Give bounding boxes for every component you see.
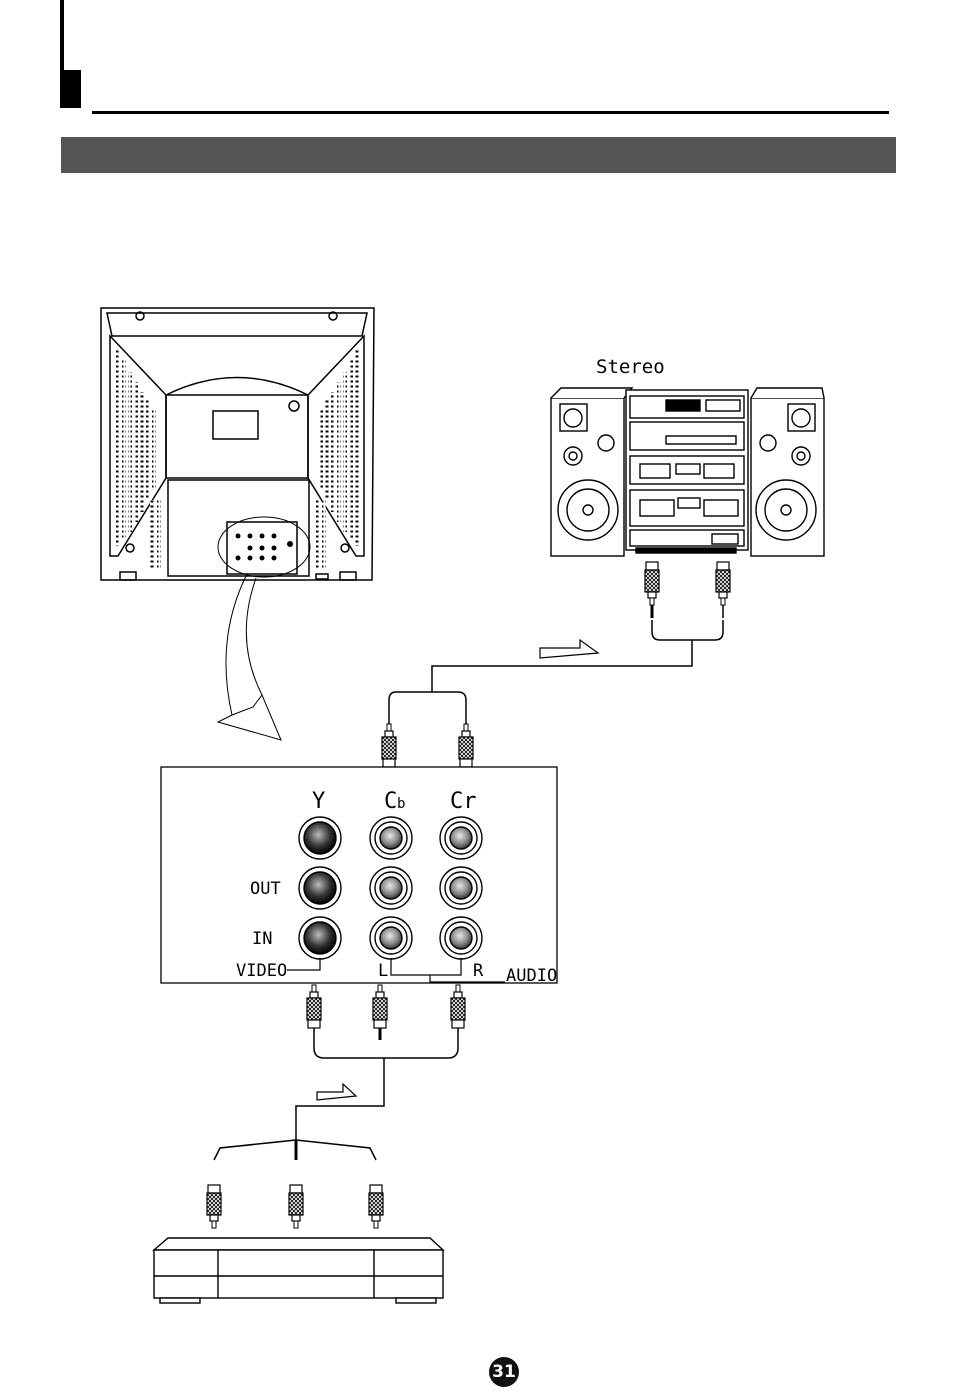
audio-out-plugs: [382, 724, 473, 767]
jack-y-label: Y: [312, 789, 325, 814]
jack-video-in: [299, 917, 341, 959]
jack-cb-subscript: b: [397, 796, 405, 812]
jack-cr-label: Cr: [450, 789, 477, 814]
page-number-badge: 31: [489, 1357, 519, 1387]
jack-audio-r-out: [440, 867, 482, 909]
stereo-input-plugs: [389, 562, 730, 724]
jack-cr-top: [440, 817, 482, 859]
row-in-label: IN: [252, 929, 272, 949]
jack-audio-l-out: [370, 867, 412, 909]
video-player-illustration: [154, 1238, 443, 1303]
stereo-system-illustration: [551, 388, 824, 556]
jack-cb-label: C: [384, 789, 397, 814]
audio-left-label: L: [378, 961, 388, 981]
video-label: VIDEO: [236, 961, 287, 981]
jack-cb-top: [370, 817, 412, 859]
row-out-label: OUT: [250, 879, 281, 899]
audio-right-label: R: [473, 961, 484, 981]
stereo-cable-arrow: [540, 640, 598, 658]
jack-audio-r-in: [440, 917, 482, 959]
tv-rear-illustration: [101, 308, 374, 740]
device-cable-arrow: [317, 1084, 356, 1100]
jack-y-top: [299, 817, 341, 859]
av-jack-panel: [161, 767, 557, 983]
stereo-label: Stereo: [596, 356, 665, 378]
jack-audio-l-in: [370, 917, 412, 959]
audio-label: AUDIO: [506, 966, 557, 986]
jack-grid: [299, 817, 482, 959]
av-in-plugs: [214, 985, 465, 1160]
jack-video-out: [299, 867, 341, 909]
device-output-plugs: [207, 1185, 383, 1228]
